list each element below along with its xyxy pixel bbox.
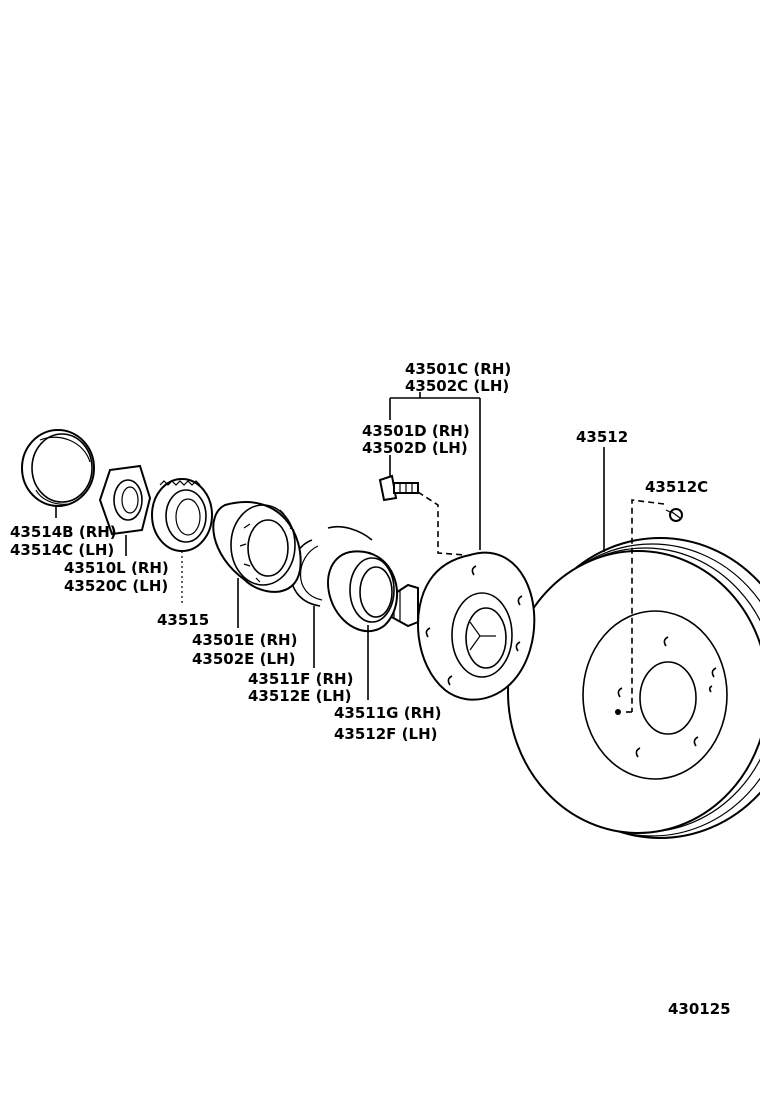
hub-bearing[interactable] <box>212 501 302 593</box>
leader-lines <box>55 392 665 713</box>
diagram-id: 430125 <box>668 1000 731 1018</box>
label-snap-ring-lh[interactable]: 43512E (LH) <box>248 687 351 705</box>
label-grease-cap-lh[interactable]: 43514C (LH) <box>10 541 114 559</box>
brake-disc[interactable] <box>507 537 760 839</box>
label-bearing-rh[interactable]: 43501E (RH) <box>192 631 297 649</box>
label-sensor-rotor[interactable]: 43515 <box>157 611 209 629</box>
disc-screw[interactable] <box>665 508 683 522</box>
label-grease-cap-rh[interactable]: 43514B (RH) <box>10 523 117 541</box>
label-hub-bolt-rh[interactable]: 43501D (RH) <box>362 422 470 440</box>
part-labels: 43501C (RH) 43502C (LH) 43501D (RH) 4350… <box>10 360 731 1018</box>
nut-lock[interactable] <box>98 464 152 536</box>
label-nut-lock-lh[interactable]: 43520C (LH) <box>64 577 168 595</box>
sensor-rotor[interactable] <box>151 478 213 552</box>
hub-bolt[interactable] <box>378 474 419 502</box>
label-hub-bolt-assy-lh[interactable]: 43502C (LH) <box>405 377 509 395</box>
grease-cap[interactable] <box>21 429 95 507</box>
label-bearing-retainer-lh[interactable]: 43512F (LH) <box>334 725 437 743</box>
label-bearing-retainer-rh[interactable]: 43511G (RH) <box>334 704 442 722</box>
label-snap-ring-rh[interactable]: 43511F (RH) <box>248 670 353 688</box>
label-hub-bolt-lh[interactable]: 43502D (LH) <box>362 439 468 457</box>
label-hub-bolt-assy-rh[interactable]: 43501C (RH) <box>405 360 511 378</box>
axle-hub[interactable] <box>387 551 536 701</box>
label-disc[interactable]: 43512 <box>576 428 628 446</box>
bearing-retainer[interactable] <box>327 550 399 633</box>
label-nut-lock-rh[interactable]: 43510L (RH) <box>64 559 169 577</box>
label-disc-screw[interactable]: 43512C <box>645 478 708 496</box>
label-bearing-lh[interactable]: 43502E (LH) <box>192 650 295 668</box>
